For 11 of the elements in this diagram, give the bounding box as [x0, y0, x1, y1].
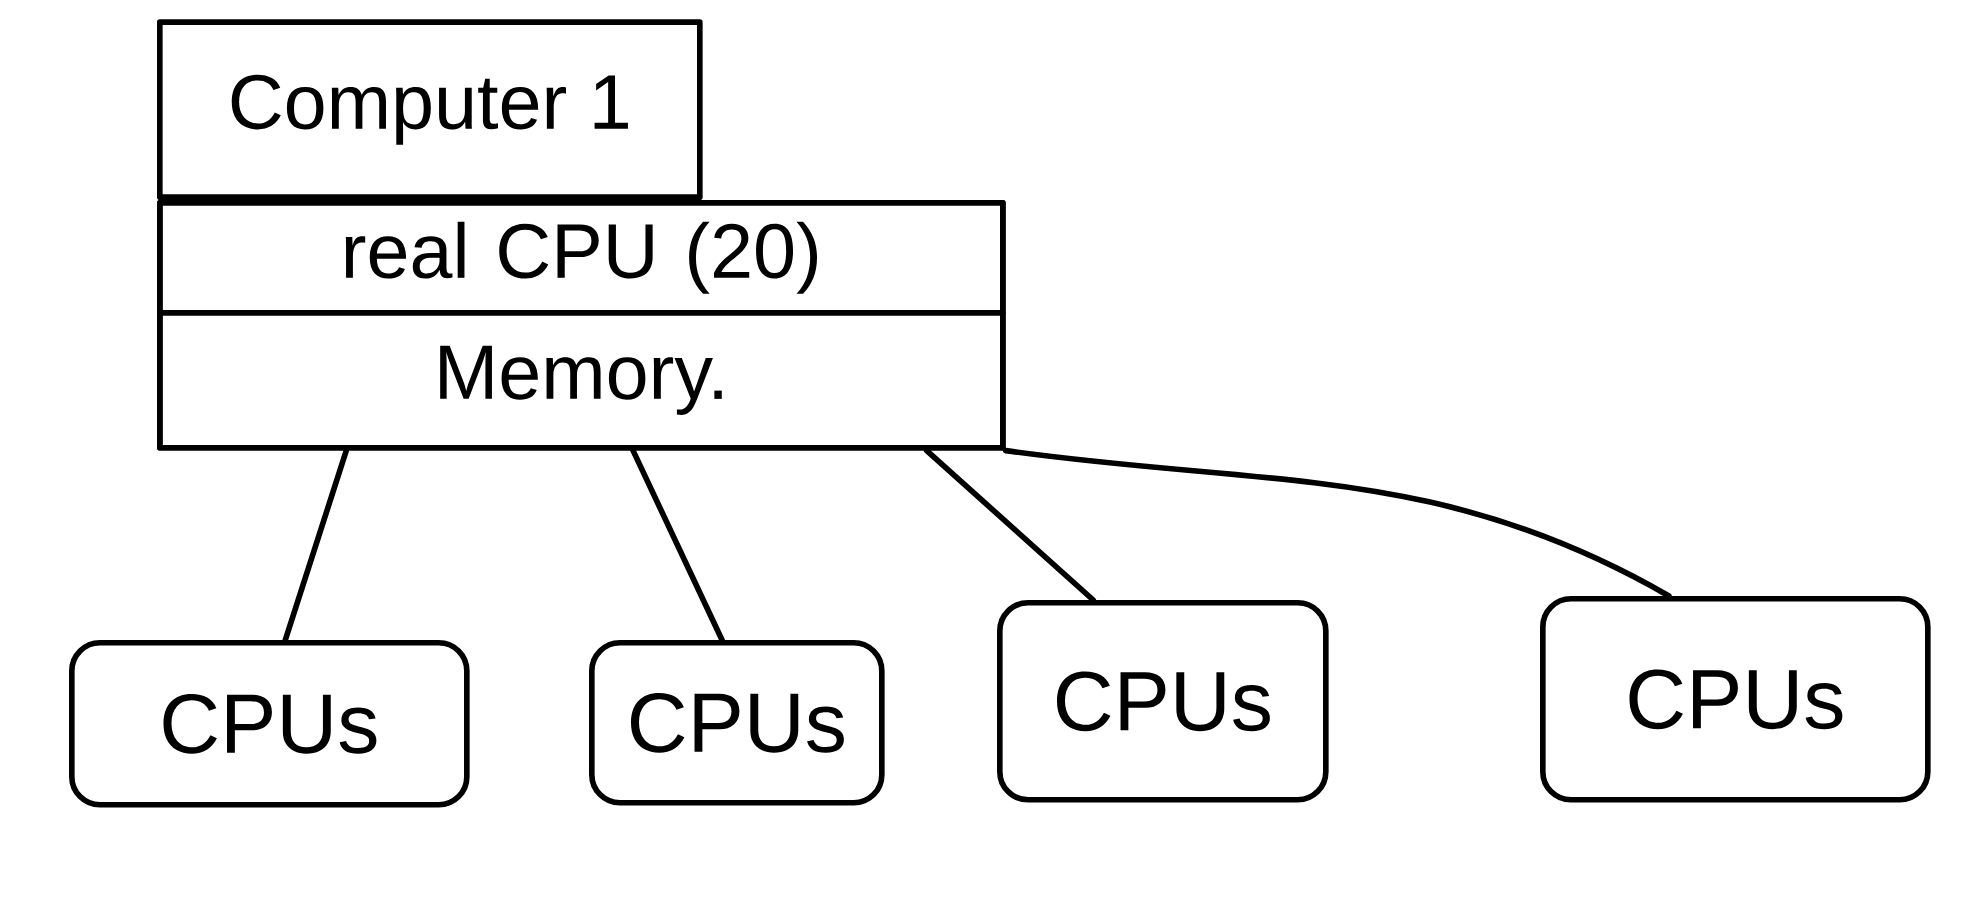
connector-line	[630, 447, 725, 643]
connector-line	[282, 447, 350, 643]
node-label: Computer 1	[231, 74, 628, 145]
box: CPUs	[1540, 596, 1931, 803]
table-row: Memory.	[157, 310, 1006, 451]
table-row: real CPU (20)	[157, 200, 1006, 316]
connector-line	[1002, 447, 1672, 599]
box: CPUs	[997, 600, 1329, 803]
box: CPUs	[589, 640, 885, 806]
connector-line	[923, 447, 1096, 603]
box: CPUs	[69, 640, 470, 808]
